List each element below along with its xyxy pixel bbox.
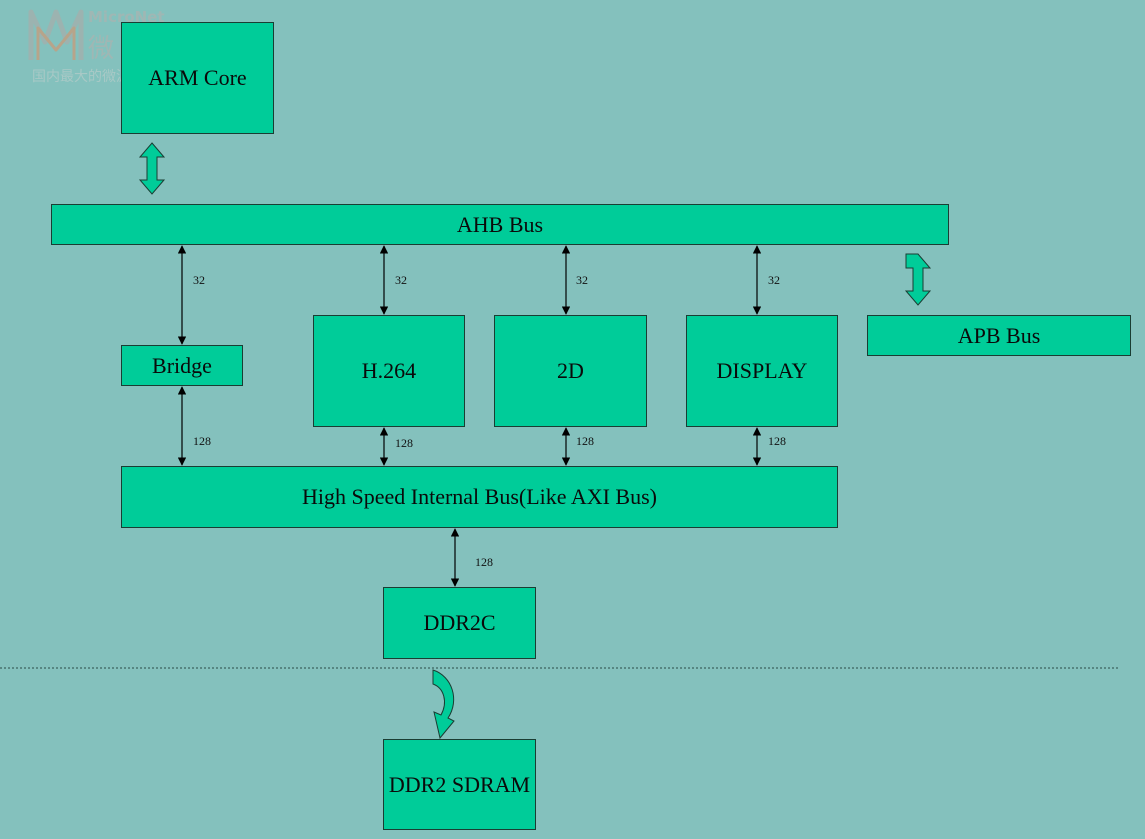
watermark-brand: MicroNet: [88, 8, 165, 26]
2d-ahb-width-label: 32: [576, 273, 588, 287]
2d-axi-width-label: 128: [576, 434, 594, 448]
h264-label: H.264: [361, 358, 417, 383]
apb-bus-label: APB Bus: [957, 322, 1041, 348]
bridge-ahb-width-label: 32: [193, 273, 205, 287]
bridge-axi-width-label: 128: [193, 434, 211, 448]
display-label: DISPLAY: [716, 358, 808, 383]
display-block: DISPLAY: [686, 315, 838, 427]
ddr2c-block: DDR2C: [383, 587, 536, 659]
ddr2c-sdram-curved-arrow: [432, 669, 455, 740]
bridge-label: Bridge: [152, 352, 212, 378]
2d-label: 2D: [557, 358, 584, 383]
axi-bus-label: High Speed Internal Bus(Like AXI Bus): [302, 484, 657, 509]
apb-bus-block: APB Bus: [867, 315, 1131, 356]
display-ahb-width-label: 32: [768, 273, 780, 287]
ddr2c-axi-width-label: 128: [475, 555, 493, 569]
h264-block: H.264: [313, 315, 465, 427]
h264-ahb-width-label: 32: [395, 273, 407, 287]
micronet-logo-icon: [28, 9, 84, 60]
axi-bus-block: High Speed Internal Bus(Like AXI Bus): [121, 466, 838, 528]
ddr2c-label: DDR2C: [423, 610, 496, 635]
arm-ahb-double-arrow: [138, 142, 166, 195]
h264-axi-width-label: 128: [395, 436, 413, 450]
arm-core-label: ARM Core: [148, 65, 247, 90]
arm-core-block: ARM Core: [121, 22, 274, 134]
ahb-apb-double-arrow: [904, 253, 932, 306]
bridge-block: Bridge: [121, 345, 243, 386]
2d-block: 2D: [494, 315, 647, 427]
ahb-bus-label: AHB Bus: [456, 211, 544, 237]
display-axi-width-label: 128: [768, 434, 786, 448]
ahb-bus-block: AHB Bus: [51, 204, 949, 245]
ddr2-sdram-label: DDR2 SDRAM: [388, 771, 531, 797]
ddr2-sdram-block: DDR2 SDRAM: [383, 739, 536, 830]
